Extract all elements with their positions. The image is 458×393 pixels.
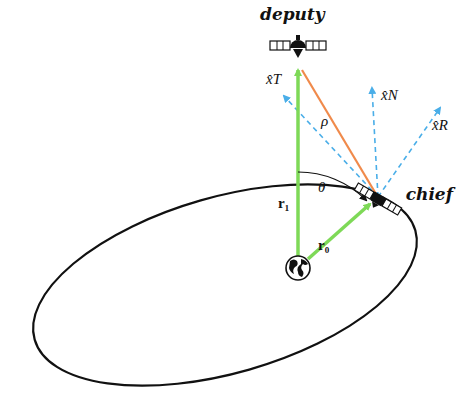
r0-vector	[308, 204, 370, 259]
rho-vector	[302, 70, 376, 194]
earth-icon	[286, 256, 310, 280]
axis-label: x̂R	[432, 118, 448, 133]
vector-label: r₁	[278, 196, 289, 211]
vector-label: ρ	[321, 114, 328, 129]
r1-vector	[296, 70, 300, 256]
theta-arc	[298, 172, 366, 200]
vector-label: r₀	[318, 238, 329, 253]
deputy-satellite	[270, 35, 326, 58]
axis-label: x̂T	[266, 72, 281, 87]
satellite-name: chief	[404, 186, 455, 203]
axis-label: x̂N	[381, 88, 398, 103]
orbit-ellipse	[10, 146, 439, 393]
lvlh-axes	[284, 88, 440, 197]
satellite-name: deputy	[258, 6, 327, 23]
angle-label: θ	[318, 180, 325, 195]
chief-satellite	[351, 182, 402, 220]
